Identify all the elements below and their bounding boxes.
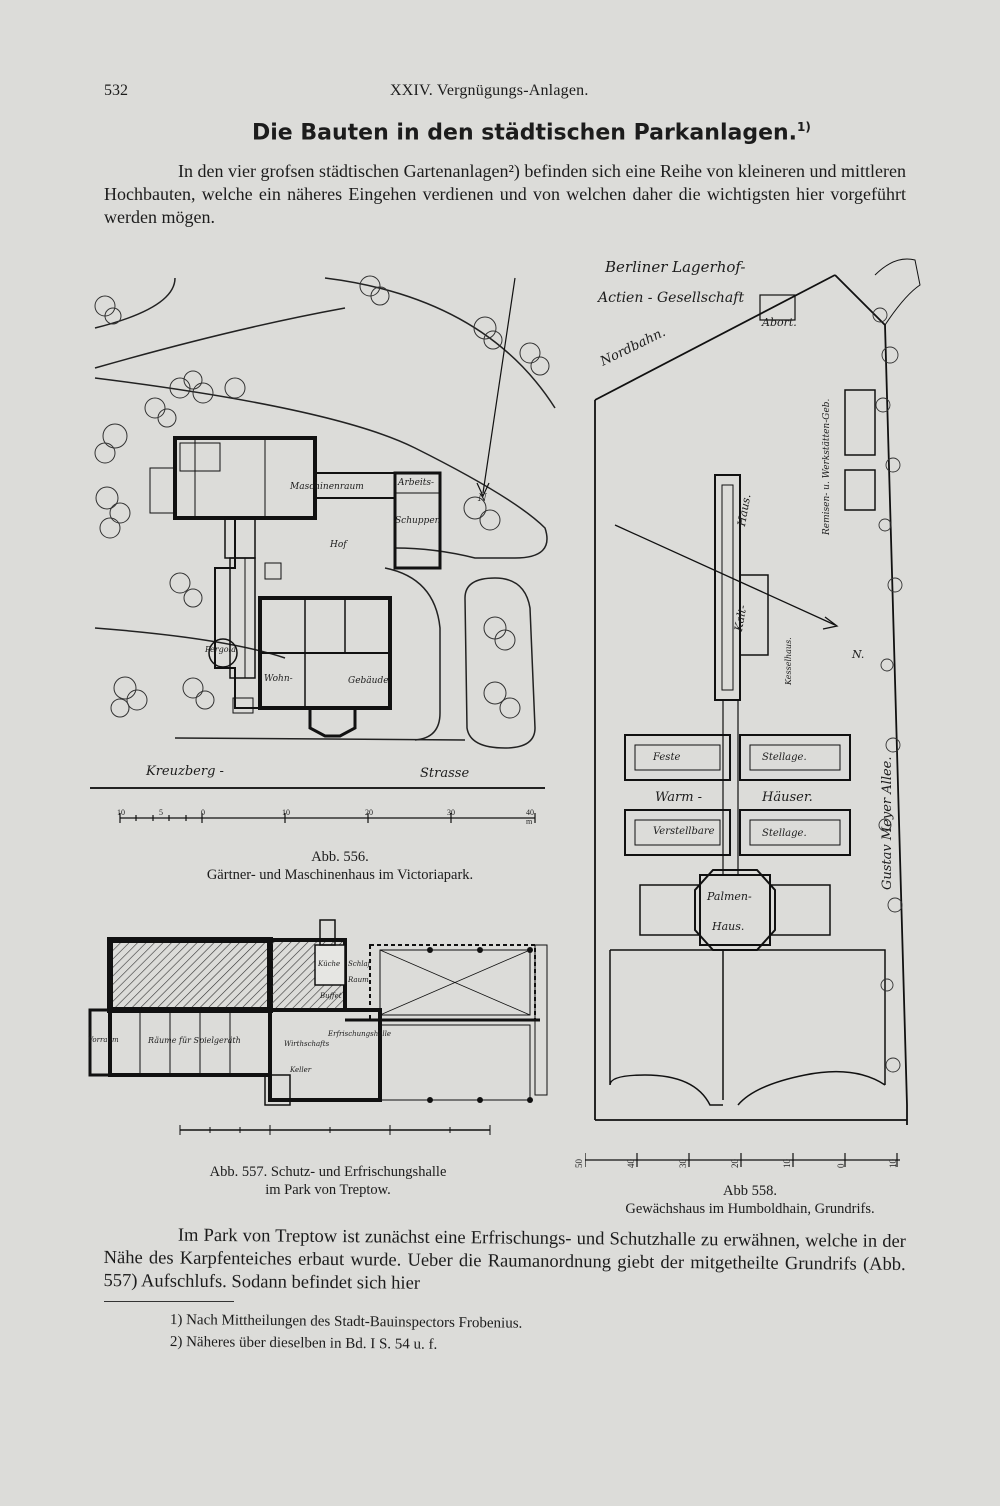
scale-556-tick-5: 30 bbox=[447, 808, 455, 817]
scale-558-tick-4: 10 bbox=[782, 1159, 792, 1168]
scale-558-tick-3: 20 bbox=[730, 1159, 740, 1168]
label-haus-2: Haus. bbox=[712, 920, 745, 933]
label-pergola: Pergola bbox=[205, 645, 236, 654]
footnote-2: 2) Näheres über dieselben in Bd. I S. 54… bbox=[169, 1333, 438, 1353]
scale-558-tick-1: 40 bbox=[626, 1159, 636, 1168]
caption-556: Abb. 556. Gärtner- und Maschinenhaus im … bbox=[150, 848, 530, 884]
label-arbeits: Arbeits- bbox=[398, 478, 435, 488]
label-actien: Actien - Gesellschaft bbox=[598, 290, 745, 306]
label-warm: Warm - bbox=[655, 790, 703, 805]
caption-556-text: Gärtner- und Maschinenhaus im Victoriapa… bbox=[206, 867, 474, 883]
caption-556-number: Abb. 556. bbox=[311, 849, 369, 865]
label-abort: Abort. bbox=[762, 316, 797, 329]
caption-557-line2: im Park von Treptow. bbox=[265, 1182, 391, 1198]
label-north-556: N bbox=[478, 493, 487, 504]
label-gustav: Gustav Meyer Allee. bbox=[880, 756, 895, 891]
page-number: 532 bbox=[104, 82, 128, 99]
footnote-rule bbox=[104, 1301, 234, 1302]
label-maschinenraum: Maschinenraum bbox=[290, 482, 364, 492]
title-footnote-mark: 1) bbox=[797, 120, 811, 134]
figure-557-plan bbox=[88, 919, 548, 1135]
label-haeuser: Häuser. bbox=[762, 790, 813, 805]
intro-paragraph: In den vier grofsen städtischen Gartenan… bbox=[104, 161, 906, 227]
scale-556-tick-3: 10 bbox=[282, 808, 290, 817]
scale-558-tick-6: 10 bbox=[888, 1159, 898, 1168]
label-wohn: Wohn- bbox=[264, 674, 293, 684]
label-hof: Hof bbox=[330, 540, 347, 550]
scale-556-tick-2: 0 bbox=[201, 808, 205, 817]
label-wirthschafts: Wirthschafts bbox=[284, 1040, 330, 1048]
label-buffet: Buffet bbox=[320, 992, 342, 1000]
figure-556-plan bbox=[90, 275, 556, 823]
label-palmen: Palmen- bbox=[707, 890, 752, 903]
caption-558-text: Gewächshaus im Humboldhain, Grundrifs. bbox=[625, 1201, 875, 1217]
caption-557: Abb. 557. Schutz- und Erfrischungshalle … bbox=[158, 1163, 498, 1199]
scale-556-tick-1: 5 bbox=[159, 808, 163, 817]
label-schuppen: Schuppen bbox=[395, 516, 441, 526]
label-raum: Raum bbox=[348, 976, 369, 984]
scale-556-tick-0: 10 bbox=[117, 808, 125, 817]
label-feste: Feste bbox=[653, 752, 681, 763]
body-paragraph: Im Park von Treptow ist zunächst eine Er… bbox=[103, 1225, 906, 1294]
label-raeume: Räume für Spielgeräth bbox=[148, 1036, 241, 1045]
label-stellage-1: Stellage. bbox=[762, 752, 807, 763]
scale-558-tick-2: 30 bbox=[678, 1159, 688, 1168]
running-header: XXIV. Vergnügungs-Anlagen. bbox=[390, 82, 589, 99]
label-remisen: Remisen- u. Werkstätten-Geb. bbox=[822, 398, 832, 535]
label-vorraum: Vorraum bbox=[88, 1036, 119, 1044]
label-berliner: Berliner Lagerhof- bbox=[605, 258, 746, 276]
label-keller: Keller bbox=[290, 1066, 312, 1074]
caption-557-line1: Abb. 557. Schutz- und Erfrischungshalle bbox=[209, 1164, 447, 1180]
label-north-558: N. bbox=[852, 648, 865, 661]
label-stellage-2: Stellage. bbox=[762, 828, 807, 839]
footnote-1: 1) Nach Mittheilungen des Stadt-Bauinspe… bbox=[169, 1311, 523, 1332]
label-gebaeude: Gebäude bbox=[348, 676, 389, 686]
label-kueche: Küche bbox=[318, 960, 341, 968]
label-kreuzberg: Kreuzberg - bbox=[146, 764, 224, 779]
scale-558-tick-0: 50 bbox=[574, 1159, 584, 1168]
scale-558-tick-5: 0 bbox=[836, 1163, 846, 1169]
label-strasse: Strasse bbox=[420, 766, 470, 781]
caption-558-number: Abb 558. bbox=[723, 1183, 777, 1199]
figure-558-plan bbox=[585, 258, 921, 1167]
label-erfrischungshalle: Erfrischungshalle bbox=[328, 1030, 392, 1038]
scale-556-tick-4: 20 bbox=[365, 808, 373, 817]
title-text: Die Bauten in den städtischen Parkanlage… bbox=[252, 120, 798, 146]
label-kesselhaus: Kesselhaus. bbox=[784, 637, 793, 685]
label-schlaf: Schlaf bbox=[348, 960, 371, 968]
section-title: Die Bauten in den städtischen Parkanlage… bbox=[252, 120, 811, 145]
scale-556-tick-6: 40 m bbox=[526, 808, 534, 826]
label-verstellbare: Verstellbare bbox=[653, 826, 715, 837]
caption-558: Abb 558. Gewächshaus im Humboldhain, Gru… bbox=[580, 1182, 920, 1218]
